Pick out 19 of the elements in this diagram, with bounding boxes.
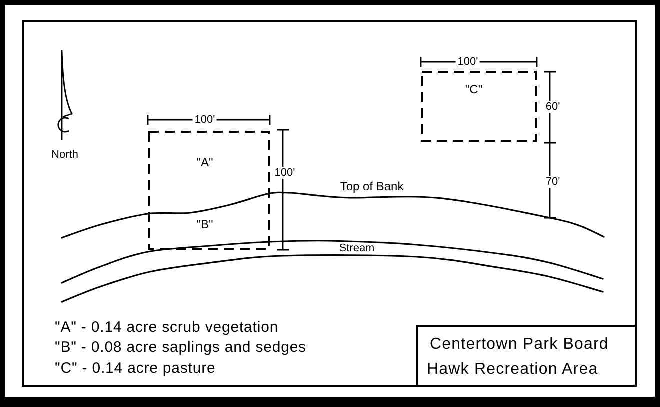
key-text: "B" - 0.08 acre saplings and sedges xyxy=(55,340,306,356)
dimension-label: 60' xyxy=(544,100,562,114)
dimension-label: 70' xyxy=(544,176,562,188)
key-text: "C" - 0.14 acre pasture xyxy=(55,360,216,378)
dashed-plot-outline xyxy=(421,71,537,142)
title-text: Hawk Recreation Area xyxy=(427,361,598,379)
title-text: Centertown Park Board xyxy=(430,336,609,354)
key-text: "A" - 0.14 acre scrub vegetation xyxy=(55,320,279,336)
plot-letter: "C" xyxy=(465,83,483,97)
dimension-label: 100' xyxy=(192,114,218,126)
dashed-plot-outline xyxy=(148,131,270,250)
dimension-label: 100' xyxy=(272,166,298,180)
stream-label: Stream xyxy=(339,244,375,254)
plot-letter: "B" xyxy=(196,218,214,232)
plot-letter: "A" xyxy=(196,156,214,170)
compass-label: North xyxy=(52,148,78,162)
title-block xyxy=(416,325,637,387)
dimension-label: 100' xyxy=(456,56,480,68)
bank-label: Top of Bank xyxy=(340,180,404,194)
